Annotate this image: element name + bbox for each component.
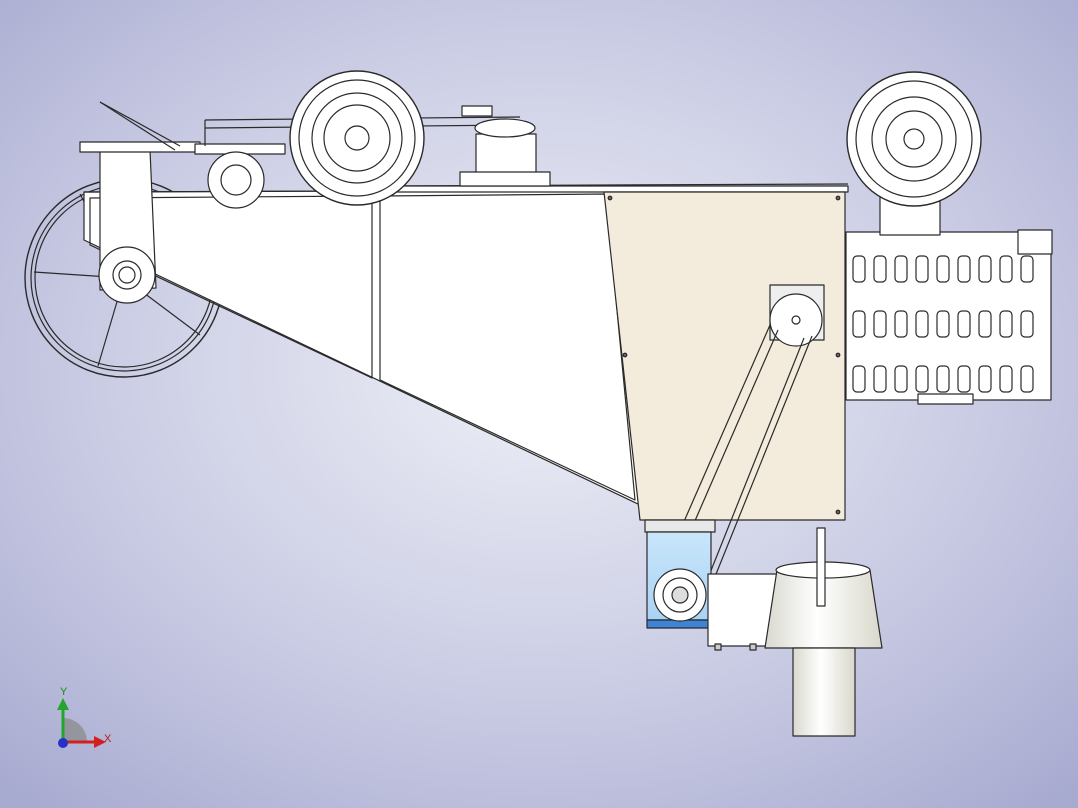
- vent-slot: [852, 255, 866, 283]
- vent-slot: [873, 255, 887, 283]
- vent-slot: [894, 365, 908, 393]
- vent-slot: [978, 310, 992, 338]
- upper-rail: [194, 116, 521, 209]
- belt-cover-panel: [603, 191, 846, 521]
- pivot-bracket: [79, 101, 201, 304]
- vent-slot: [999, 365, 1013, 393]
- vent-slot: [978, 255, 992, 283]
- vent-slot: [936, 365, 950, 393]
- y-axis-label: Y: [60, 686, 68, 698]
- vent-slot: [1020, 365, 1034, 393]
- vent-slot: [915, 365, 929, 393]
- vent-slot: [1020, 255, 1034, 283]
- upper-tension-wheel: [289, 70, 425, 206]
- vent-slot: [999, 310, 1013, 338]
- vent-slot: [873, 365, 887, 393]
- x-axis-label: X: [104, 733, 112, 745]
- vent-slot: [957, 255, 971, 283]
- coordinate-triad-icon: [57, 698, 106, 748]
- vent-slot: [852, 310, 866, 338]
- conical-hopper: [764, 527, 883, 737]
- vent-slot: [873, 310, 887, 338]
- vented-housing: [845, 229, 1053, 405]
- vent-slot: [915, 310, 929, 338]
- vent-slots: [852, 255, 1034, 393]
- top-gearbox: [459, 105, 551, 187]
- vent-slot: [915, 255, 929, 283]
- vent-slot: [957, 310, 971, 338]
- vent-slot: [894, 310, 908, 338]
- vent-slot: [852, 365, 866, 393]
- vent-slot: [978, 365, 992, 393]
- vent-slot: [999, 255, 1013, 283]
- vent-slot: [936, 255, 950, 283]
- vent-slot: [1020, 310, 1034, 338]
- vent-slot: [957, 365, 971, 393]
- vent-slot: [894, 255, 908, 283]
- right-guide-wheel: [846, 71, 982, 236]
- vent-slot: [936, 310, 950, 338]
